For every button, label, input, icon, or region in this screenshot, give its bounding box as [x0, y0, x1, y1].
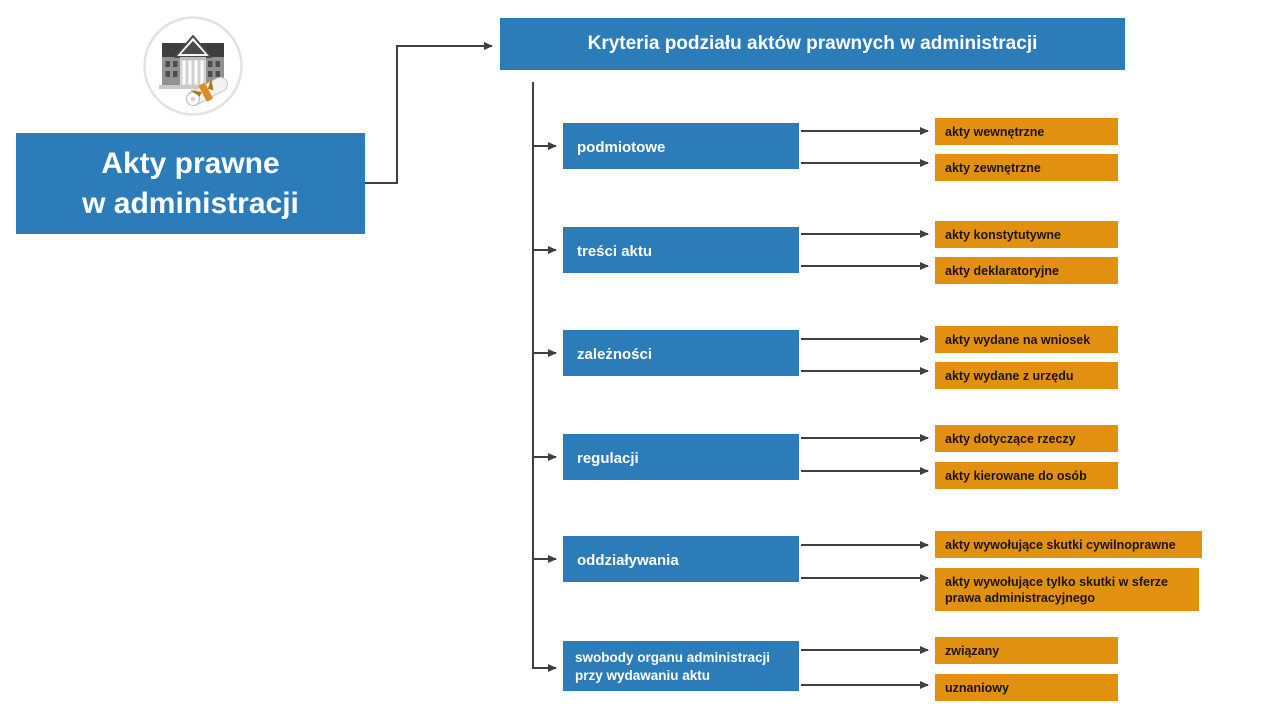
- act-type-box: związany: [935, 637, 1118, 664]
- act-type-box: akty wywołujące tylko skutki w sferze pr…: [935, 568, 1199, 611]
- root-title-line2: w administracji: [82, 186, 299, 220]
- act-type-label: akty wydane na wniosek: [945, 332, 1091, 347]
- criterion-box: swobody organu administracji przy wydawa…: [563, 641, 799, 691]
- act-type-box: akty deklaratoryjne: [935, 257, 1118, 284]
- act-type-label: akty dotyczące rzeczy: [945, 431, 1076, 446]
- act-type-label: akty wydane z urzędu: [945, 368, 1074, 383]
- root-title-box: Akty prawne w administracji: [16, 133, 365, 234]
- act-type-box: akty wewnętrzne: [935, 118, 1118, 145]
- act-type-label: akty konstytutywne: [945, 227, 1062, 242]
- act-type-box: akty konstytutywne: [935, 221, 1118, 248]
- criterion-label: podmiotowe: [577, 138, 666, 156]
- criterion-box: podmiotowe: [563, 123, 799, 169]
- criterion-box: oddziaływania: [563, 536, 799, 582]
- criterion-label: treści aktu: [577, 242, 653, 260]
- act-type-label: akty deklaratoryjne: [945, 263, 1059, 278]
- criterion-box: treści aktu: [563, 227, 799, 273]
- header-title: Kryteria podziału aktów prawnych w admin…: [587, 33, 1038, 54]
- act-type-box: uznaniowy: [935, 674, 1118, 701]
- act-type-box: akty wywołujące skutki cywilnoprawne: [935, 531, 1202, 558]
- government-building-icon: [142, 15, 244, 117]
- criterion-label: regulacji: [577, 449, 639, 467]
- act-type-label: akty wewnętrzne: [945, 124, 1045, 139]
- act-type-box: akty zewnętrzne: [935, 154, 1118, 181]
- criterion-label: swobody organu administracji przy wydawa…: [575, 650, 771, 683]
- root-title-line1: Akty prawne: [101, 146, 280, 180]
- act-type-label: związany: [945, 643, 1000, 658]
- act-type-label: akty wywołujące skutki cywilnoprawne: [945, 537, 1176, 552]
- act-type-box: akty kierowane do osób: [935, 462, 1118, 489]
- criterion-label: oddziaływania: [577, 551, 679, 569]
- act-type-box: akty wydane z urzędu: [935, 362, 1118, 389]
- header-title-box: Kryteria podziału aktów prawnych w admin…: [500, 18, 1125, 70]
- act-type-box: akty dotyczące rzeczy: [935, 425, 1118, 452]
- criterion-box: regulacji: [563, 434, 799, 480]
- act-type-box: akty wydane na wniosek: [935, 326, 1118, 353]
- act-type-label: akty zewnętrzne: [945, 160, 1041, 175]
- act-type-label: akty kierowane do osób: [945, 468, 1087, 483]
- criterion-label: zależności: [577, 345, 653, 363]
- act-type-label: uznaniowy: [945, 680, 1009, 695]
- act-type-label: akty wywołujące tylko skutki w sferze pr…: [945, 574, 1169, 605]
- criterion-box: zależności: [563, 330, 799, 376]
